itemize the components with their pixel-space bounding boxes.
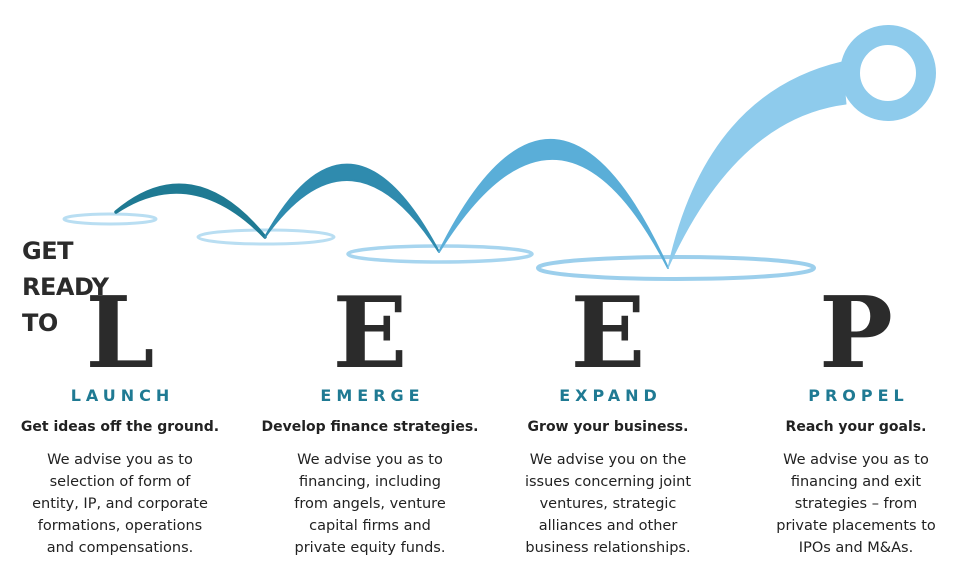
ball-ring-icon: [840, 25, 936, 121]
stage-name: LAUNCH: [70, 386, 175, 405]
stage-tagline: Develop finance strategies.: [261, 419, 479, 435]
headline-line-1: GET: [22, 237, 73, 265]
stage-letter: P: [819, 276, 893, 391]
landing-ring-1: [62, 212, 158, 226]
landing-ring-3: [346, 244, 534, 264]
stage-letter: L: [85, 276, 155, 391]
headline: GET READY TO: [22, 233, 109, 341]
stage-tagline: Reach your goals.: [785, 419, 927, 435]
stage-name: EMERGE: [320, 386, 425, 405]
stage-letter: E: [570, 276, 646, 391]
stage-expand: E EXPAND Grow your business. We advise y…: [488, 276, 728, 559]
landing-ring-2: [196, 228, 336, 246]
stage-description: We advise you as to financing and exit s…: [776, 452, 936, 556]
bounce-arc-2: [264, 163, 440, 253]
stage-name: EXPAND: [559, 386, 662, 405]
bounce-arc-3: [438, 138, 669, 269]
headline-line-2: READY: [22, 273, 109, 301]
stage-launch: L LAUNCH Get ideas off the ground. We ad…: [0, 276, 240, 559]
stage-description: We advise you as to selection of form of…: [32, 452, 208, 556]
bounce-arc-4: [667, 61, 847, 269]
stage-name: PROPEL: [808, 386, 909, 405]
stage-tagline: Get ideas off the ground.: [20, 419, 220, 435]
stage-description: We advise you as to financing, including…: [294, 452, 446, 556]
headline-line-3: TO: [22, 309, 58, 337]
stage-propel: P PROPEL Reach your goals. We advise you…: [736, 276, 976, 559]
stage-description: We advise you on the issues concerning j…: [524, 452, 692, 556]
landing-ring-4: [536, 255, 816, 281]
stage-emerge: E EMERGE Develop finance strategies. We …: [250, 276, 490, 559]
stage-letter: E: [332, 276, 408, 391]
stage-tagline: Grow your business.: [527, 419, 689, 435]
